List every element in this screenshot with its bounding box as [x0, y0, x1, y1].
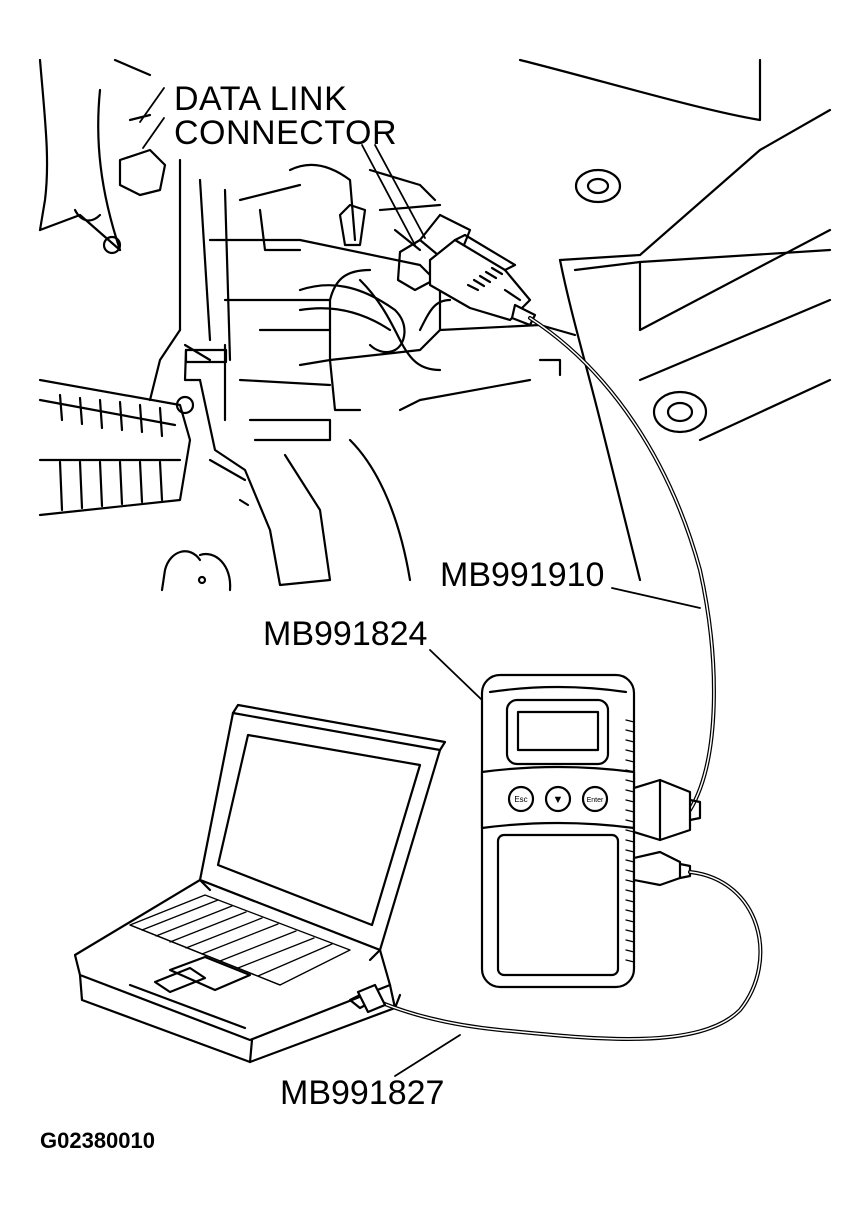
- data-link-connector-label-line2: CONNECTOR: [174, 114, 397, 152]
- dlc-leader: [361, 144, 416, 246]
- laptop-keyboard: [129, 894, 351, 986]
- figure-code: G02380010: [40, 1128, 155, 1153]
- mb991827-label: MB991827: [280, 1074, 445, 1112]
- esc-button[interactable]: [507, 785, 535, 813]
- device-button-labels: Esc ▼ Enter: [514, 794, 604, 806]
- enter-button-label: Enter: [587, 797, 604, 804]
- device-mb991824: [480, 673, 702, 989]
- mb991910-leader: [611, 587, 701, 609]
- mb991824-label: MB991824: [263, 615, 428, 653]
- dlc-plug: [428, 233, 537, 327]
- down-button-label: ▼: [553, 794, 564, 806]
- laptop: [73, 703, 447, 1064]
- cable-mb991827: [356, 870, 763, 1041]
- data-link-connector-label: DATA LINK CONNECTOR: [174, 82, 397, 150]
- device-side-ribs: [625, 719, 635, 963]
- mb991824-leader: [429, 649, 483, 701]
- enter-button[interactable]: [581, 785, 609, 813]
- down-button[interactable]: [544, 785, 572, 813]
- vehicle-dash-area: [38, 58, 832, 592]
- cable-mb991910: [528, 316, 716, 812]
- data-link-connector-label-line1: DATA LINK: [174, 80, 348, 118]
- mb991910-label: MB991910: [440, 556, 605, 594]
- leader-lines: [139, 87, 701, 1077]
- mb991827-leader: [394, 1034, 461, 1077]
- esc-button-label: Esc: [514, 795, 527, 804]
- device-buttons: [507, 785, 609, 813]
